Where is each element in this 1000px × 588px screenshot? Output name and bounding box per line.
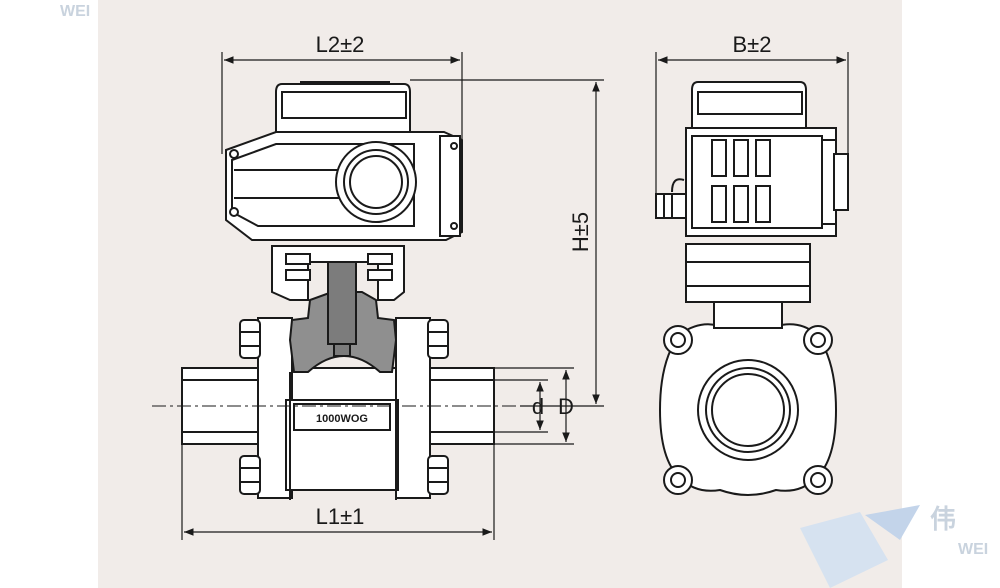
side-bracket [685,243,811,303]
body-marking-text: 1000WOG [316,413,368,425]
dimension-d [494,367,574,445]
watermark-logo-icon [800,505,920,588]
watermark-cn: 伟 [930,504,956,534]
side-cooling-fins [711,139,771,223]
label-l2: L2±2 [316,32,365,57]
front-view [181,81,495,500]
watermark-en: WEI [958,541,988,558]
watermark-top-left: WEI [60,3,90,20]
body-marking-plate [293,403,391,431]
label-b: B±2 [733,32,772,57]
dimension-l1 [181,444,495,540]
label-h: H±5 [568,212,593,252]
dimension-h [410,79,604,407]
dimension-b [655,52,849,194]
label-D: D [558,394,574,419]
flange-bolts [239,319,449,495]
label-l1: L1±1 [316,504,365,529]
dimension-l2 [221,52,463,154]
side-view [655,81,849,496]
side-bolts [663,325,833,495]
right-flange [395,317,431,499]
valve-stem [327,255,357,345]
label-d: d [532,394,544,419]
